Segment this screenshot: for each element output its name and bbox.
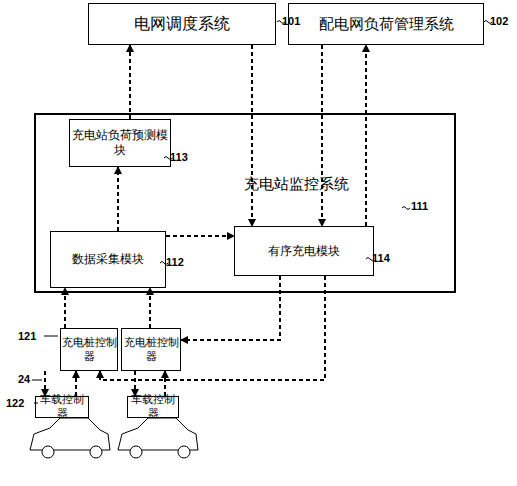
dashed-connector [44,371,46,396]
node-text: 充电桩控制器 [122,336,180,364]
node-text: 车载控制器 [128,393,178,421]
dashed-connector [64,288,66,328]
callout-number: 122 [6,397,24,409]
node-text: 配电网负荷管理系统 [319,15,454,34]
node-text: 充电站监控系统 [244,175,349,194]
car-wheel [130,446,142,458]
dashed-connector [365,45,367,226]
node-text: 充电站负荷预测模块 [70,128,170,158]
callout-number: 24 [18,373,30,385]
leader-line [34,403,38,404]
dashed-connector [129,45,131,119]
system-box: 电网调度系统 [88,3,276,45]
module-box: 充电站负荷预测模块 [69,119,171,167]
callout-number: 114 [372,252,390,264]
controller-box: 充电桩控制器 [121,328,181,371]
system-box: 配电网负荷管理系统 [288,3,484,45]
dashed-connector [117,167,119,231]
dashed-connector [181,276,280,340]
module-box: 有序充电模块 [234,226,374,276]
leader-line [44,336,58,337]
car-wheel [42,446,54,458]
callout-number: 111 [411,200,428,212]
dashed-connector [134,371,136,396]
controller-box: 充电桩控制器 [60,328,118,371]
vehicle-controller-box: 车载控制器 [35,396,89,418]
dashed-connector [164,371,166,396]
car-body [118,418,198,450]
dashed-connector [100,276,325,380]
dashed-connector [321,45,323,226]
leader-line [32,380,42,381]
monitor-system-frame: 充电站监控系统 充电站负荷预测模块数据采集模块 有序充电模块 [34,113,456,293]
module-box: 数据采集模块 [50,231,166,288]
leader-tilde [402,207,410,210]
car-wheel [178,446,190,458]
node-text: 有序充电模块 [268,244,340,259]
dashed-connector [166,235,234,237]
dashed-connector [75,371,77,396]
node-text: 电网调度系统 [134,14,230,34]
car-body [30,418,110,450]
node-text: 车载控制器 [36,393,88,421]
node-text: 数据采集模块 [72,252,144,267]
car-wheel [90,446,102,458]
callout-number: 113 [170,151,188,163]
dashed-connector [149,288,151,328]
dashed-connector [251,45,253,226]
callout-number: 102 [490,15,508,27]
vehicle-controller-box: 车载控制器 [127,396,179,418]
node-text: 充电桩控制器 [61,336,117,364]
callout-number: 112 [166,256,184,268]
callout-number: 121 [18,330,36,342]
callout-number: 101 [282,15,300,27]
